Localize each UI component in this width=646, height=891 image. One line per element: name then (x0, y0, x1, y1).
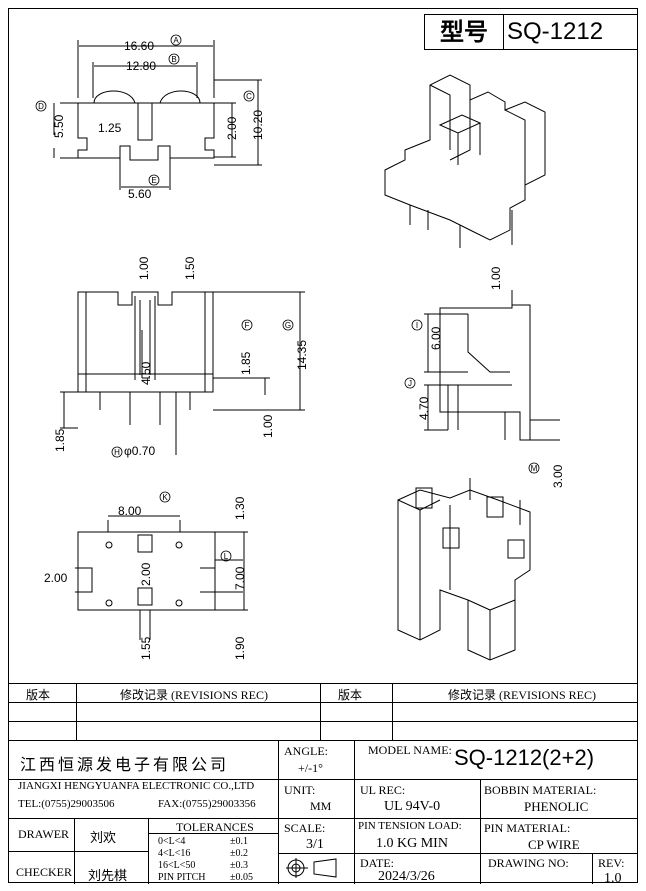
dim-bottom-3: 2.00 (139, 562, 153, 586)
dim-front-1: 1.00 (137, 256, 151, 280)
company-tel: TEL:(0755)29003506 (18, 798, 115, 810)
tol-value-0: ±0.1 (230, 836, 248, 847)
marker-d: D (38, 102, 44, 111)
rev-col-record-1: 修改记录 (REVISIONS REC) (120, 688, 269, 702)
dim-bottom-4: 7.00 (233, 566, 247, 590)
pin-tension-value: 1.0 KG MIN (376, 836, 448, 851)
tolerances-title: TOLERANCES (176, 820, 254, 834)
scale-label: SCALE: (284, 821, 326, 835)
drawer-name: 刘欢 (90, 830, 117, 845)
ul-label: UL REC: (360, 783, 406, 797)
iso-view-bottom (397, 478, 531, 661)
dim-front-4: 14.35 (295, 340, 309, 370)
marker-f: F (245, 321, 250, 330)
marker-j: J (408, 379, 412, 388)
angle-value: +/-1° (298, 761, 323, 775)
dim-front-6: 1.00 (261, 414, 275, 438)
dim-top-6: 10.20 (251, 110, 265, 140)
dim-bottom-5: 1.55 (139, 636, 153, 660)
ul-value: UL 94V-0 (384, 799, 441, 814)
dim-side-1: 1.00 (489, 266, 503, 290)
revisions-table: 版本 修改记录 (REVISIONS REC) 版本 修改记录 (REVISIO… (8, 683, 638, 741)
pin-material-label: PIN MATERIAL: (484, 821, 571, 835)
date-label: DATE: (360, 856, 394, 870)
dim-side-2: 6.00 (429, 326, 443, 350)
dim-bottom-6: 1.90 (233, 636, 247, 660)
dim-side-4: 3.00 (551, 464, 565, 488)
marker-m: M (531, 464, 538, 473)
bobbin-value: PHENOLIC (524, 799, 589, 814)
rev-label: REV: (598, 856, 625, 870)
dim-top-3: 5.50 (52, 114, 66, 138)
marker-e: E (151, 176, 156, 185)
marker-a: A (173, 36, 179, 45)
checker-label: CHECKER (16, 865, 73, 879)
checker-name: 刘先棋 (88, 868, 128, 883)
tol-value-2: ±0.3 (230, 860, 248, 871)
drawing-frame (8, 8, 638, 883)
tol-range-2: 16<L<50 (158, 860, 196, 871)
unit-value: MM (310, 799, 332, 813)
company-name-cn: 江西恒源发电子有限公司 (20, 755, 230, 774)
dim-bottom-8: 8.00 (118, 504, 142, 518)
dim-front-3: 1.85 (239, 351, 253, 375)
dim-bottom-2: 1.30 (233, 496, 247, 520)
dim-top-2: 12.80 (126, 59, 156, 73)
iso-view-top (384, 74, 546, 248)
dim-front-phi: φ0.70 (124, 444, 155, 458)
tol-value-3: ±0.05 (230, 872, 253, 883)
tol-range-1: 4<L<16 (158, 848, 191, 859)
pin-material-value: CP WIRE (528, 837, 580, 852)
rev-col-record-2: 修改记录 (REVISIONS REC) (448, 688, 597, 702)
dim-top-1: 16.60 (124, 39, 154, 53)
dim-front-7: 1.85 (53, 428, 67, 452)
tol-range-0: 0<L<4 (158, 836, 186, 847)
dim-bottom-1: 2.00 (44, 571, 68, 585)
bottom-view (75, 515, 248, 640)
marker-g: G (285, 321, 291, 330)
top-view (53, 40, 262, 190)
front-view (60, 291, 305, 455)
tol-value-1: ±0.2 (230, 848, 248, 859)
dim-top-4: 1.25 (98, 121, 122, 135)
marker-k: K (162, 493, 168, 502)
tol-range-3: PIN PITCH (158, 872, 206, 883)
date-value: 2024/3/26 (378, 869, 435, 884)
pin-tension-label: PIN TENSION LOAD: (358, 820, 462, 832)
marker-l: L (224, 552, 229, 561)
drawing-area: 16.60 12.80 1.25 5.60 2.00 8.00 φ0.70 5.… (35, 34, 565, 661)
model-name-label: MODEL NAME: (368, 743, 452, 757)
dim-front-5: 4.50 (139, 361, 153, 385)
rev-col-version-2: 版本 (338, 688, 363, 702)
rev-col-version-1: 版本 (26, 688, 51, 702)
dim-side-3: 4.70 (417, 396, 431, 420)
marker-h: H (114, 448, 120, 457)
side-view (424, 290, 560, 441)
marker-b: B (171, 55, 176, 64)
rev-value: 1.0 (604, 871, 622, 886)
model-name-value: SQ-1212(2+2) (454, 745, 595, 770)
company-name-en: JIANGXI HENGYUANFA ELECTRONIC CO.,LTD (18, 780, 255, 792)
drawing-no-label: DRAWING NO: (488, 856, 569, 870)
bobbin-label: BOBBIN MATERIAL: (484, 783, 597, 797)
dim-top-5: 2.00 (225, 116, 239, 140)
scale-value: 3/1 (306, 837, 324, 852)
marker-c: C (246, 92, 252, 101)
angle-label: ANGLE: (284, 744, 328, 758)
dim-front-2: 1.50 (183, 256, 197, 280)
projection-symbol-icon (286, 858, 337, 878)
model-label: 型号 (425, 15, 504, 49)
dim-top-7: 5.60 (128, 187, 152, 201)
drawer-label: DRAWER (18, 827, 70, 841)
model-header: 型号 SQ-1212 (424, 14, 638, 50)
title-block: 江西恒源发电子有限公司 JIANGXI HENGYUANFA ELECTRONI… (8, 740, 638, 886)
model-value: SQ-1212 (507, 18, 604, 45)
marker-i: I (416, 321, 418, 330)
company-fax: FAX:(0755)29003356 (158, 798, 256, 810)
unit-label: UNIT: (284, 783, 316, 797)
